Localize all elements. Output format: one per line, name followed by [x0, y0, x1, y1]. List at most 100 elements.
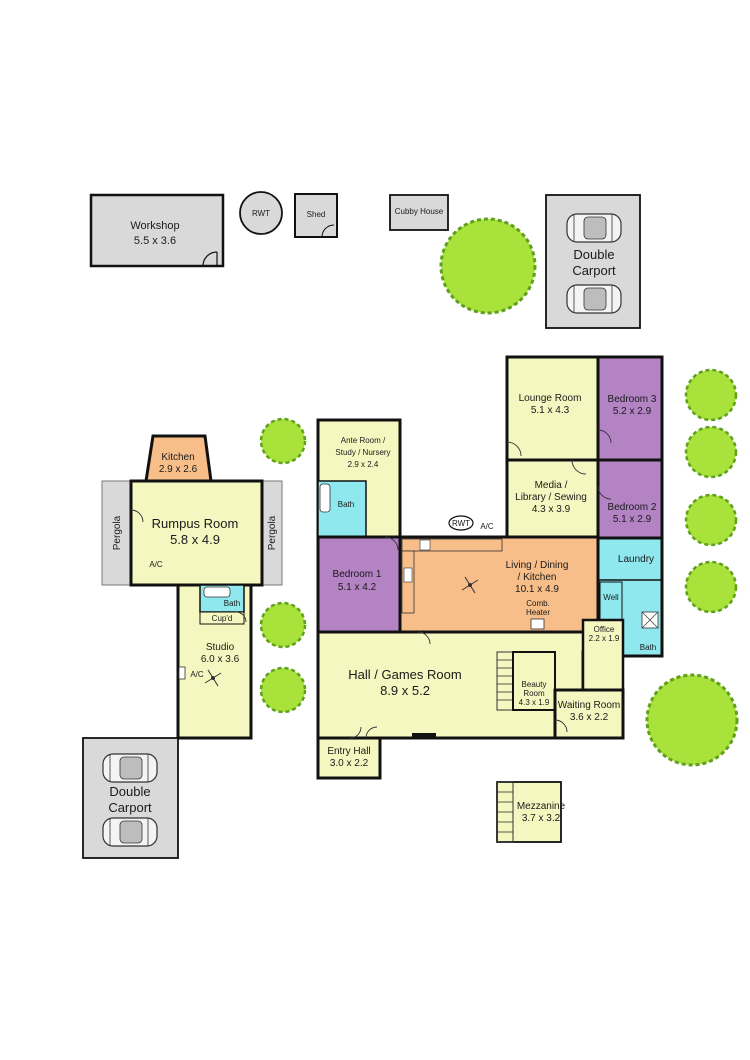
living-dims: 10.1 x 4.9	[515, 584, 559, 595]
hall-dims: 8.9 x 5.2	[380, 683, 430, 698]
cubby-house: Cubby House	[389, 194, 449, 231]
trees-middle	[259, 417, 307, 714]
shed: Shed	[294, 193, 338, 238]
office: Office 2.2 x 1.9	[581, 618, 625, 692]
lounge-dims: 5.1 x 4.3	[531, 405, 570, 416]
waiting-name: Waiting Room	[558, 700, 620, 711]
ante-line1: Ante Room /	[341, 436, 386, 445]
waiting-dims: 3.6 x 2.2	[570, 712, 609, 723]
waiting-room: Waiting Room 3.6 x 2.2	[553, 688, 625, 740]
heater-line2: Heater	[526, 608, 550, 617]
bed1-dims: 5.1 x 4.2	[338, 582, 377, 593]
workshop-name: Workshop	[130, 220, 179, 232]
entry-hall: Entry Hall 3.0 x 2.2	[316, 736, 382, 780]
hall-name: Hall / Games Room	[348, 667, 461, 682]
ante-line2: Study / Nursery	[335, 448, 390, 457]
beauty-line1: Beauty	[522, 680, 547, 689]
car-icon	[566, 284, 622, 314]
lounge-room: Lounge Room 5.1 x 4.3	[505, 355, 600, 462]
entry-dims: 3.0 x 2.2	[330, 758, 369, 769]
heater-icon	[530, 618, 545, 630]
studio: Bath Cup'd Studio 6.0 x 3.6 A/C	[176, 583, 253, 740]
rumpus-name: Rumpus Room	[152, 516, 239, 531]
mezzanine-name: Mezzanine	[517, 801, 566, 812]
car-icon	[566, 213, 622, 243]
beauty-dims: 4.3 x 1.9	[519, 698, 550, 707]
tree-top	[439, 217, 537, 315]
fireplace-icon	[412, 733, 436, 739]
carport-bottom: Double Carport	[82, 737, 179, 859]
carport-bottom-line1: Double	[109, 784, 150, 799]
ac-rumpus-label: A/C	[149, 560, 163, 569]
bed3-dims: 5.2 x 2.9	[613, 406, 652, 417]
kitchen-bench	[401, 538, 503, 552]
studio-dims: 6.0 x 3.6	[201, 654, 240, 665]
living-line1: Living / Dining	[506, 560, 569, 571]
bed3-name: Bedroom 3	[608, 394, 657, 405]
mezzanine-dims: 3.7 x 3.2	[522, 813, 561, 824]
pergola-right: Pergola	[261, 480, 283, 586]
media-line2: Library / Sewing	[515, 492, 587, 503]
laundry-label: Laundry	[618, 554, 654, 565]
shed-label: Shed	[307, 210, 326, 219]
heater-line1: Comb.	[526, 599, 550, 608]
carport-top-line2: Carport	[572, 263, 616, 278]
bath-ante-label: Bath	[338, 500, 354, 509]
ac-mid-label: A/C	[480, 522, 494, 531]
beauty-room: Beauty Room 4.3 x 1.9	[512, 651, 556, 711]
rwt-mid-label: RWT	[452, 519, 470, 528]
well-label: Well	[603, 593, 619, 602]
rwt-tank-mid: RWT	[448, 515, 474, 531]
media-dims: 4.3 x 3.9	[532, 504, 571, 515]
car-icon	[102, 817, 158, 847]
bed2-dims: 5.1 x 2.9	[613, 514, 652, 525]
trees-right	[645, 368, 739, 767]
living-line2: / Kitchen	[518, 572, 557, 583]
door-swings	[130, 429, 612, 739]
bedroom-3: Bedroom 3 5.2 x 2.9	[596, 355, 664, 462]
rumpus-room: Rumpus Room 5.8 x 4.9 A/C	[129, 479, 264, 587]
office-dims: 2.2 x 1.9	[589, 634, 620, 643]
bathtub-icon	[203, 586, 231, 598]
rumpus-dims: 5.8 x 4.9	[170, 532, 220, 547]
pergola-left: Pergola	[101, 480, 132, 586]
car-icon	[102, 753, 158, 783]
sink-icon	[419, 539, 431, 551]
office-name: Office	[594, 625, 615, 634]
cooktop-icon	[403, 567, 413, 583]
entry-name: Entry Hall	[327, 746, 370, 757]
studio-name: Studio	[206, 642, 235, 653]
bed1-name: Bedroom 1	[333, 569, 382, 580]
mezzanine: Mezzanine 3.7 x 3.2	[496, 781, 566, 843]
workshop: Workshop 5.5 x 3.6	[89, 193, 225, 268]
pergola-right-label: Pergola	[267, 515, 278, 550]
ac-studio-label: A/C	[190, 670, 204, 679]
workshop-dims: 5.5 x 3.6	[134, 235, 176, 247]
carport-bottom-line2: Carport	[108, 800, 152, 815]
kitchen-small-name: Kitchen	[161, 452, 194, 463]
ante-dims: 2.9 x 2.4	[348, 460, 379, 469]
cupd-label: Cup'd	[212, 614, 233, 623]
ante-room: Ante Room / Study / Nursery 2.9 x 2.4 Ba…	[316, 418, 402, 539]
media-line1: Media /	[535, 480, 568, 491]
bath-right-label: Bath	[640, 643, 656, 652]
bathtub-icon	[319, 483, 331, 513]
carport-top-line1: Double	[573, 247, 614, 262]
media-room: Media / Library / Sewing 4.3 x 3.9	[505, 458, 600, 540]
cubby-label: Cubby House	[395, 207, 444, 216]
carport-top: Double Carport	[545, 194, 641, 329]
bed2-name: Bedroom 2	[608, 502, 657, 513]
kitchen-small-dims: 2.9 x 2.6	[159, 464, 198, 475]
rwt-tank-top: RWT	[239, 191, 283, 235]
beauty-line2: Room	[523, 689, 545, 698]
lounge-name: Lounge Room	[519, 393, 582, 404]
kitchen-small: Kitchen 2.9 x 2.6	[144, 434, 213, 483]
ceiling-fan-icon	[204, 669, 222, 687]
rwt-top-label: RWT	[252, 209, 270, 218]
ceiling-fan-icon	[461, 576, 479, 594]
bedroom-1: Bedroom 1 5.1 x 4.2	[316, 535, 402, 634]
bath-studio-label: Bath	[224, 599, 240, 608]
pergola-left-label: Pergola	[112, 515, 123, 550]
living-dining-kitchen: Living / Dining / Kitchen 10.1 x 4.9 Com…	[398, 535, 600, 634]
